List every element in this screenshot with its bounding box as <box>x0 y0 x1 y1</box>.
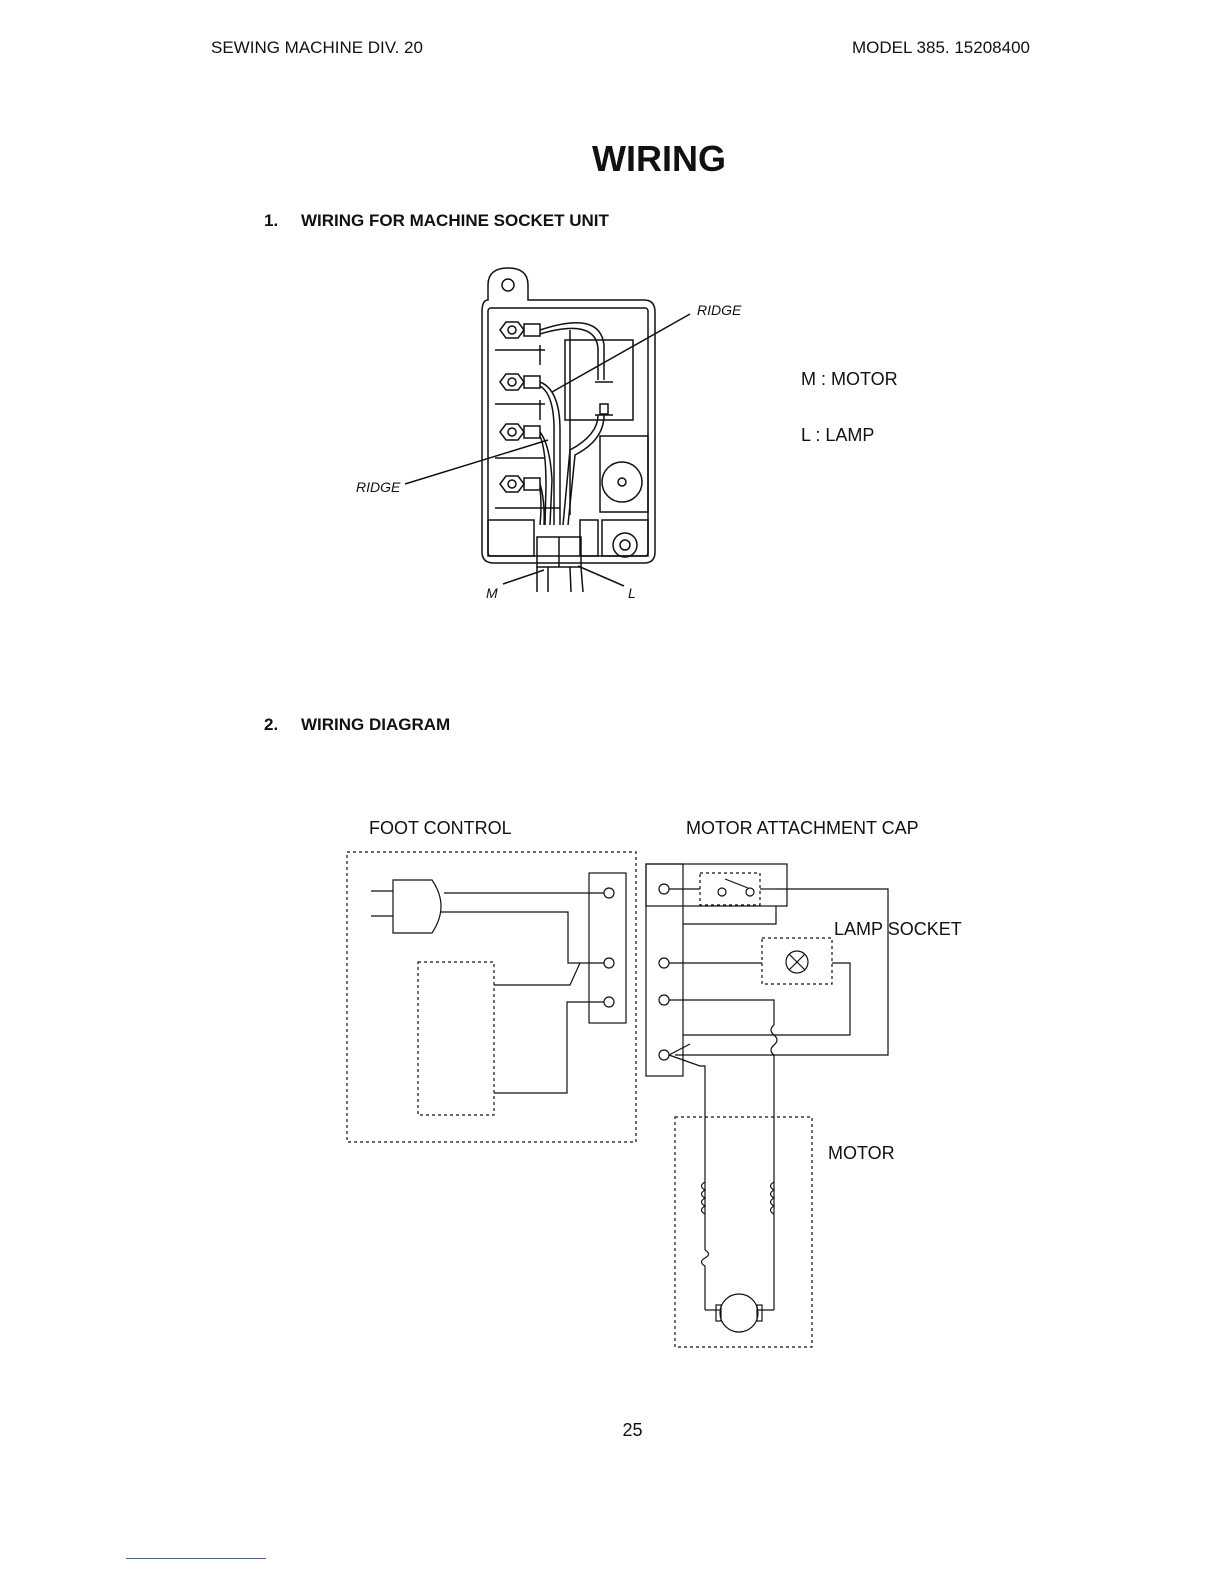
lamp-socket-box <box>762 938 832 984</box>
motor-armature-icon <box>720 1294 758 1332</box>
page-number: 25 <box>0 1420 1224 1441</box>
footer-rule <box>126 1558 266 1559</box>
motor-attachment-cap-label: MOTOR ATTACHMENT CAP <box>686 818 919 839</box>
plug-icon <box>393 880 441 933</box>
foot-control-label: FOOT CONTROL <box>369 818 512 839</box>
switch-box <box>700 873 760 905</box>
motor-box <box>675 1117 812 1347</box>
motor-label: MOTOR <box>828 1143 895 1164</box>
lamp-socket-label: LAMP SOCKET <box>834 919 962 940</box>
rheostat-box <box>418 962 494 1115</box>
foot-control-box <box>347 852 636 1142</box>
